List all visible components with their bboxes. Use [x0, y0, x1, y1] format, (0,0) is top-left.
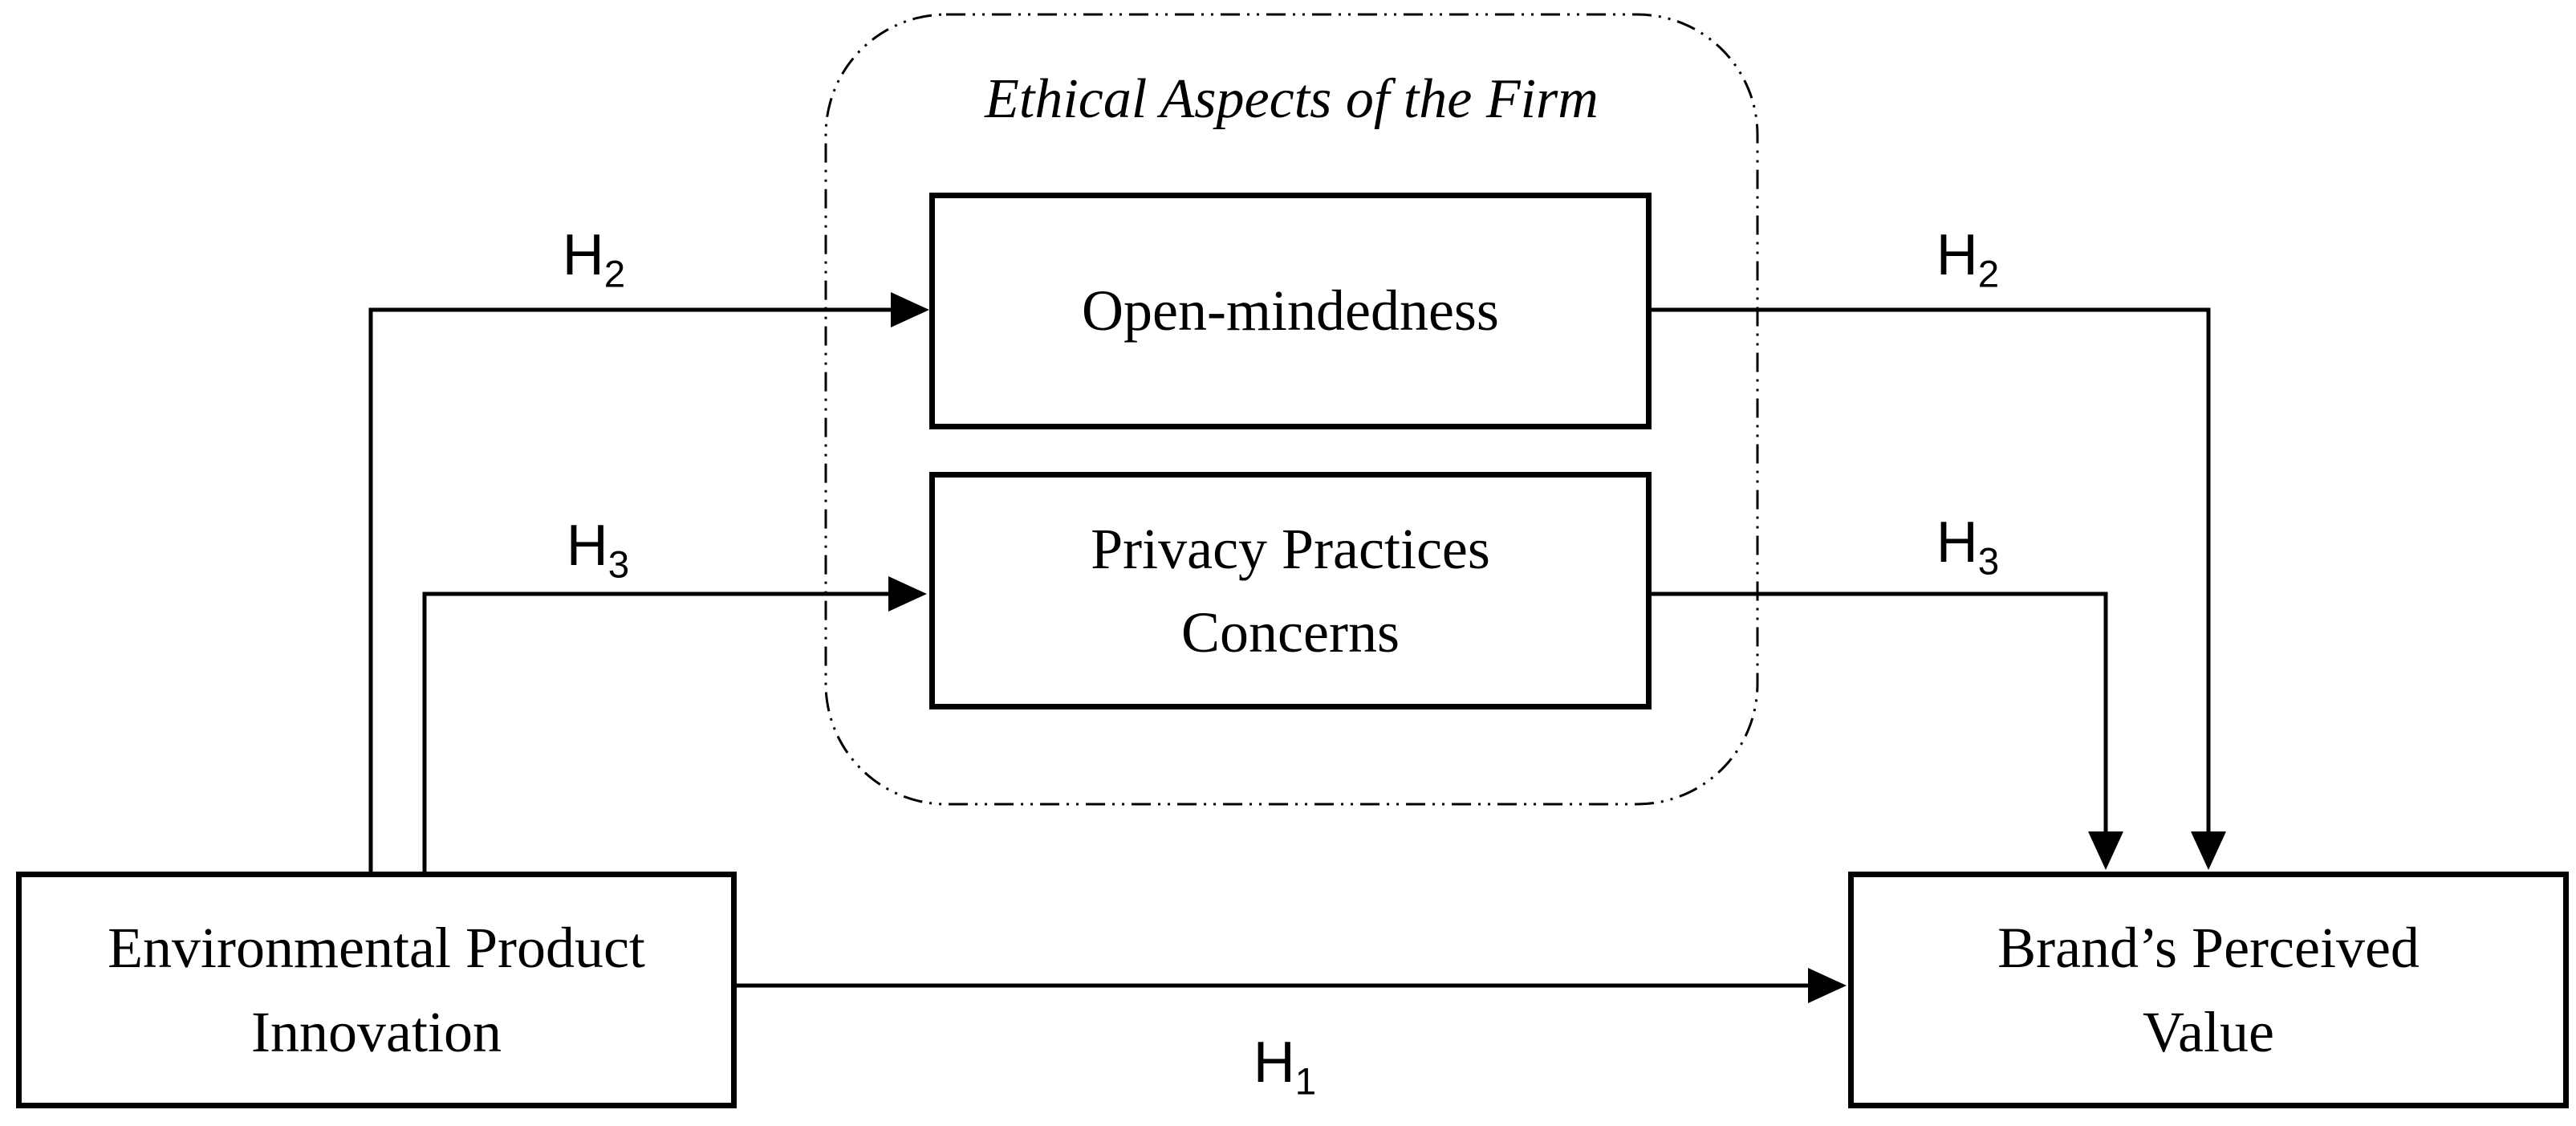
label-h2-right-sub: 2	[1977, 253, 2000, 296]
node-environmental-product-innovation: Environmental Product Innovation	[16, 872, 737, 1108]
node-privacy-practices-concerns-label: Privacy Practices Concerns	[1091, 516, 1490, 665]
label-h1-sub: 1	[1294, 1060, 1317, 1104]
label-h3-left: H3	[566, 514, 629, 584]
ethical-aspects-frame-title: Ethical Aspects of the Firm	[985, 68, 1599, 130]
label-h2-right: H2	[1936, 223, 1999, 294]
node-brands-perceived-value-label: Brand’s Perceived Value	[1997, 916, 2420, 1064]
arrow-h2-epi-to-openmindedness-line	[368, 307, 891, 875]
arrow-h3-epi-to-privacy-line	[422, 591, 888, 875]
label-h3-right-base: H	[1936, 510, 1978, 575]
arrow-h3-privacy-to-bpv-head	[2088, 831, 2123, 870]
label-h3-left-base: H	[566, 514, 608, 578]
label-h1-base: H	[1253, 1030, 1295, 1095]
label-h2-left-sub: 2	[603, 253, 626, 296]
arrow-h2-epi-to-openmindedness-head	[891, 292, 929, 327]
label-h2-right-base: H	[1936, 223, 1978, 287]
arrow-h2-openmindedness-to-bpv-head	[2191, 831, 2226, 870]
label-h3-left-sub: 3	[607, 543, 630, 587]
ethical-aspects-frame-border	[824, 13, 1759, 806]
label-h2-left: H2	[562, 223, 625, 294]
label-h1: H1	[1253, 1034, 1316, 1101]
label-h3-right: H3	[1936, 514, 1999, 581]
node-brands-perceived-value: Brand’s Perceived Value	[1848, 872, 2569, 1108]
node-environmental-product-innovation-label: Environmental Product Innovation	[108, 916, 645, 1064]
label-h2-left-base: H	[562, 223, 604, 287]
label-h3-right-sub: 3	[1977, 540, 2000, 583]
arrow-h3-privacy-to-bpv-line	[1650, 591, 2108, 835]
node-privacy-practices-concerns: Privacy Practices Concerns	[929, 472, 1652, 709]
arrow-h2-openmindedness-to-bpv-line	[1650, 307, 2211, 835]
arrow-h1-epi-to-bpv-head	[1808, 968, 1847, 1003]
node-open-mindedness-label: Open-mindedness	[1082, 278, 1499, 343]
node-open-mindedness: Open-mindedness	[929, 193, 1652, 429]
arrow-h3-epi-to-privacy-head	[888, 576, 927, 612]
